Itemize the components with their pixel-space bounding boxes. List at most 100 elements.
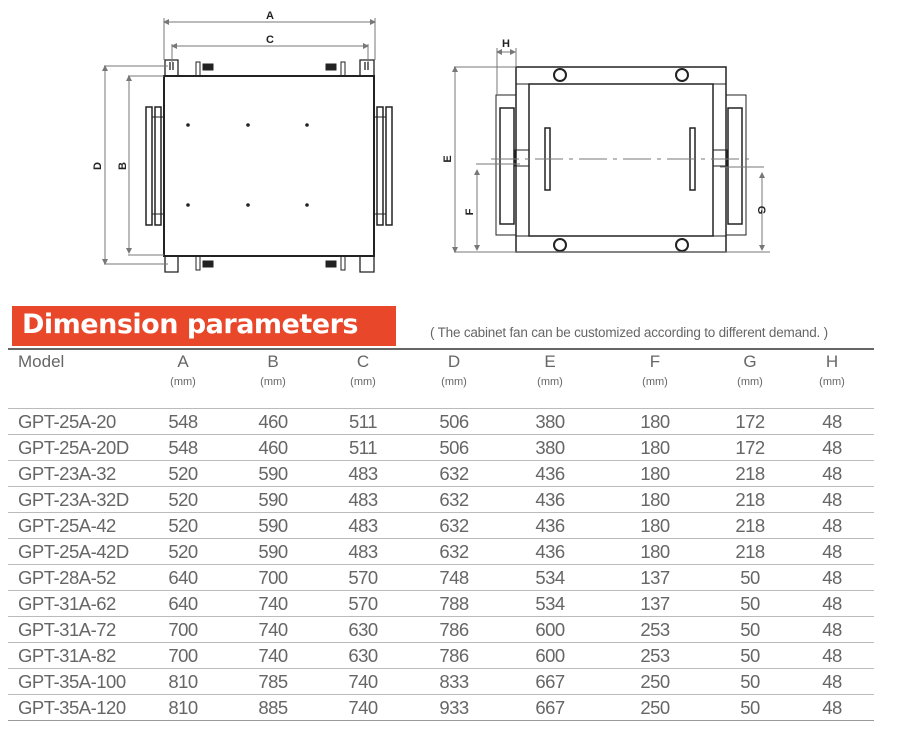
dimension-cell: 48 xyxy=(790,642,874,669)
dimension-cell: 632 xyxy=(408,512,500,539)
dimension-cell: 172 xyxy=(710,408,790,435)
dimension-cell: 548 xyxy=(138,408,228,435)
dimension-cell: 534 xyxy=(500,590,600,617)
dimension-cell: 180 xyxy=(600,486,710,513)
label-c: C xyxy=(266,34,274,46)
dimension-cell: 253 xyxy=(600,616,710,643)
column-header-label: A xyxy=(177,352,189,371)
dimension-cell: 48 xyxy=(790,616,874,643)
dimension-cell: 590 xyxy=(228,486,318,513)
column-header-label: D xyxy=(447,352,461,371)
dimension-cell: 48 xyxy=(790,564,874,591)
model-cell: GPT-28A-52 xyxy=(8,564,138,591)
column-header-e: E(mm) xyxy=(500,352,600,409)
dimension-cell: 180 xyxy=(600,408,710,435)
label-g: G xyxy=(755,206,767,215)
dimension-cell: 511 xyxy=(318,408,408,435)
model-cell: GPT-35A-100 xyxy=(8,668,138,695)
dimension-cell: 632 xyxy=(408,460,500,487)
dimension-cell: 740 xyxy=(318,694,408,721)
dimension-cell: 667 xyxy=(500,668,600,695)
dimension-cell: 48 xyxy=(790,668,874,695)
front-view-drawing xyxy=(145,59,393,273)
dimension-cell: 48 xyxy=(790,486,874,513)
dimension-cell: 250 xyxy=(600,694,710,721)
dimension-cell: 436 xyxy=(500,486,600,513)
dimension-cell: 570 xyxy=(318,564,408,591)
label-e: E xyxy=(442,155,454,162)
dimension-cell: 810 xyxy=(138,694,228,721)
dimension-cell: 700 xyxy=(138,642,228,669)
dimension-cell: 137 xyxy=(600,564,710,591)
label-b: B xyxy=(117,162,129,170)
dimension-cell: 786 xyxy=(408,642,500,669)
dimension-cell: 748 xyxy=(408,564,500,591)
dimension-cell: 786 xyxy=(408,616,500,643)
label-a: A xyxy=(266,10,274,22)
dimension-cell: 483 xyxy=(318,512,408,539)
dimension-cell: 520 xyxy=(138,538,228,565)
dimension-cell: 833 xyxy=(408,668,500,695)
dimension-cell: 436 xyxy=(500,512,600,539)
dimension-cell: 630 xyxy=(318,616,408,643)
dimension-cell: 50 xyxy=(710,642,790,669)
dimension-cell: 590 xyxy=(228,538,318,565)
column-header-label: Model xyxy=(18,352,65,371)
model-cell: GPT-23A-32 xyxy=(8,460,138,487)
model-cell: GPT-31A-72 xyxy=(8,616,138,643)
column-header-a: A(mm) xyxy=(138,352,228,409)
dimension-cell: 483 xyxy=(318,486,408,513)
dimension-cell: 520 xyxy=(138,486,228,513)
model-cell: GPT-25A-42D xyxy=(8,538,138,565)
dimension-cell: 600 xyxy=(500,616,600,643)
side-view-drawing xyxy=(495,66,747,253)
model-cell: GPT-31A-62 xyxy=(8,590,138,617)
technical-drawings: A C D B H E F G xyxy=(92,10,770,273)
dimension-cell: 667 xyxy=(500,694,600,721)
dimension-cell: 48 xyxy=(790,460,874,487)
dimension-cell: 632 xyxy=(408,486,500,513)
dimension-cell: 810 xyxy=(138,668,228,695)
dimension-cell: 460 xyxy=(228,408,318,435)
dimension-cell: 506 xyxy=(408,408,500,435)
dimension-cell: 460 xyxy=(228,434,318,461)
column-header-label: B xyxy=(267,352,279,371)
dimension-cell: 218 xyxy=(710,538,790,565)
model-cell: GPT-25A-20 xyxy=(8,408,138,435)
dimension-cell: 50 xyxy=(710,616,790,643)
cabinet-body xyxy=(163,75,375,257)
column-header-unit: (mm) xyxy=(819,376,845,388)
column-header-label: E xyxy=(544,352,556,371)
column-header-label: C xyxy=(356,352,370,371)
dimension-cell: 590 xyxy=(228,460,318,487)
column-header-unit: (mm) xyxy=(260,376,286,388)
label-d: D xyxy=(92,162,104,170)
dimension-cell: 250 xyxy=(600,668,710,695)
dimension-cell: 180 xyxy=(600,434,710,461)
dimension-cell: 380 xyxy=(500,434,600,461)
table-top-divider xyxy=(8,348,874,350)
dimension-cell: 436 xyxy=(500,460,600,487)
dimension-cell: 436 xyxy=(500,538,600,565)
column-header-model: Model xyxy=(8,352,138,409)
dimension-cell: 50 xyxy=(710,590,790,617)
column-header-label: H xyxy=(825,352,839,371)
column-header-d: D (mm) xyxy=(408,352,500,409)
dimension-cell: 253 xyxy=(600,642,710,669)
label-f: F xyxy=(464,208,476,215)
dimension-cell: 640 xyxy=(138,590,228,617)
column-header-unit: (mm) xyxy=(441,376,467,388)
front-view-dimensions xyxy=(102,18,376,265)
dimension-cell: 548 xyxy=(138,434,228,461)
column-header-unit: (mm) xyxy=(350,376,376,388)
dimension-cell: 640 xyxy=(138,564,228,591)
